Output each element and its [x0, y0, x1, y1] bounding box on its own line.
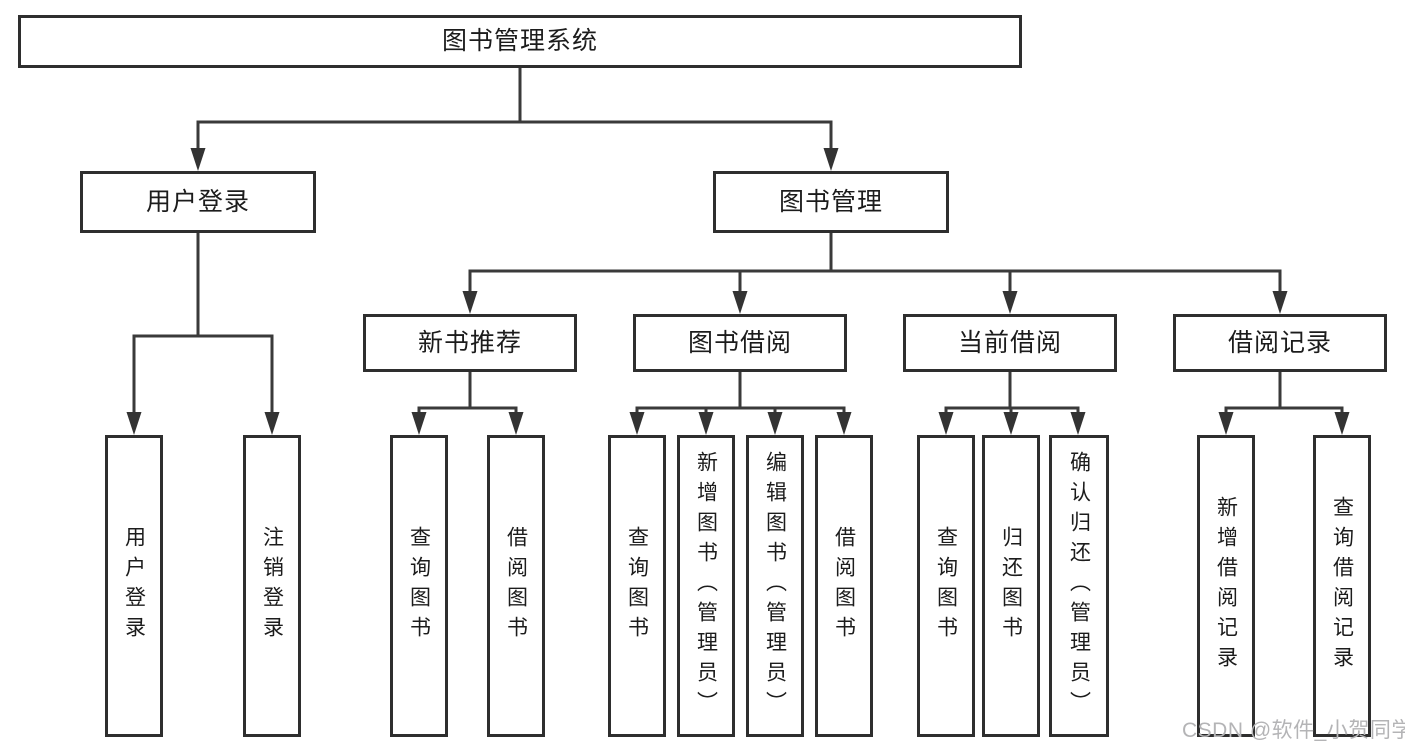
leaf-return-books-label: 归还图书	[999, 526, 1023, 646]
leaf-query-books-current-label: 查询图书	[934, 526, 958, 646]
node-book-management-label: 图书管理	[778, 187, 883, 216]
node-new-book-recommend-label: 新书推荐	[417, 328, 522, 357]
leaf-return-books: 归还图书	[982, 435, 1040, 737]
node-book-borrowing-label: 图书借阅	[687, 328, 792, 357]
node-root-label: 图书管理系统	[441, 27, 598, 55]
node-current-borrowing: 当前借阅	[903, 314, 1117, 372]
leaf-edit-books-admin: 编辑图书（管理员）	[746, 435, 804, 737]
leaf-add-borrow-record: 新增借阅记录	[1197, 435, 1255, 737]
arrowheads	[126, 148, 1350, 435]
leaf-add-borrow-record-label: 新增借阅记录	[1214, 496, 1238, 676]
leaf-edit-books-admin-label: 编辑图书（管理员）	[763, 451, 787, 721]
leaf-user-login: 用户登录	[105, 435, 163, 737]
leaf-query-borrow-record: 查询借阅记录	[1313, 435, 1371, 737]
node-book-borrowing: 图书借阅	[633, 314, 847, 372]
node-user-login: 用户登录	[80, 171, 316, 233]
leaf-logout: 注销登录	[243, 435, 301, 737]
leaf-borrow-books-recommend: 借阅图书	[487, 435, 545, 737]
leaf-query-books-current: 查询图书	[917, 435, 975, 737]
node-root: 图书管理系统	[18, 15, 1022, 68]
leaf-query-borrow-record-label: 查询借阅记录	[1330, 496, 1354, 676]
leaf-borrow-books-recommend-label: 借阅图书	[504, 526, 528, 646]
node-borrowing-records-label: 借阅记录	[1227, 328, 1332, 357]
node-user-login-label: 用户登录	[145, 187, 250, 216]
leaf-query-books-recommend: 查询图书	[390, 435, 448, 737]
leaf-confirm-return-admin-label: 确认归还（管理员）	[1067, 451, 1091, 721]
leaf-add-books-admin-label: 新增图书（管理员）	[694, 451, 718, 721]
csdn-watermark: CSDN @软件_小贺同学	[1182, 719, 1405, 742]
leaf-borrow-books-borrowing-label: 借阅图书	[832, 526, 856, 646]
leaf-borrow-books-borrowing: 借阅图书	[815, 435, 873, 737]
node-current-borrowing-label: 当前借阅	[957, 328, 1062, 357]
node-book-management: 图书管理	[713, 171, 949, 233]
node-new-book-recommend: 新书推荐	[363, 314, 577, 372]
leaf-confirm-return-admin: 确认归还（管理员）	[1049, 435, 1109, 737]
leaf-query-books-borrowing-label: 查询图书	[625, 526, 649, 646]
leaf-user-login-label: 用户登录	[122, 526, 146, 646]
node-borrowing-records: 借阅记录	[1173, 314, 1387, 372]
leaf-add-books-admin: 新增图书（管理员）	[677, 435, 735, 737]
leaf-query-books-borrowing: 查询图书	[608, 435, 666, 737]
leaf-query-books-recommend-label: 查询图书	[407, 526, 431, 646]
leaf-logout-label: 注销登录	[260, 526, 284, 646]
